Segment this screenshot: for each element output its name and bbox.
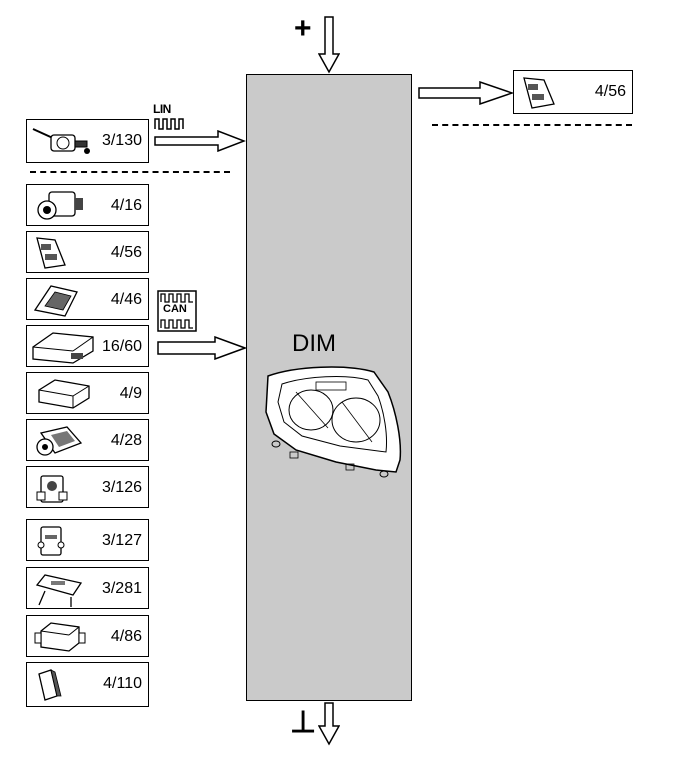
ground-arrow-icon: [318, 702, 340, 746]
module-code: 4/16: [110, 197, 142, 214]
lin-module-3-130: 3/130: [26, 119, 149, 163]
connector-module-icon: [523, 77, 555, 109]
can-bus-arrow-icon: [157, 336, 247, 360]
box-module-icon: [34, 622, 86, 652]
module-code: 4/110: [103, 675, 142, 692]
switch-module-icon: [36, 475, 68, 503]
lin-signal-icon: [154, 118, 184, 130]
module-code: 4/56: [594, 83, 626, 100]
ground-symbol: ⊥: [290, 706, 317, 739]
sensor-module-icon: [37, 526, 65, 556]
can-signal-icon: [157, 290, 197, 332]
can-module-4-28: 4/28: [26, 419, 149, 461]
can-module-3-126: 3/126: [26, 466, 149, 508]
module-code: 3/130: [101, 132, 142, 149]
module-code: 4/28: [110, 432, 142, 449]
central-electronic-module-icon: [32, 332, 94, 364]
module-code: 16/60: [101, 338, 142, 355]
output-arrow-icon: [418, 81, 514, 105]
lin-label: LIN: [153, 102, 171, 116]
can-module-16-60: 16/60: [26, 325, 149, 367]
module-code: 3/281: [101, 580, 142, 597]
control-unit-icon: [33, 285, 78, 317]
engine-control-module-icon: [38, 379, 90, 409]
module-code: 4/9: [119, 385, 142, 402]
can-module-4-9: 4/9: [26, 372, 149, 414]
lin-can-separator: [30, 171, 230, 173]
can-module-4-46: 4/46: [26, 278, 149, 320]
module-code: 3/126: [101, 479, 142, 496]
brake-module-icon: [37, 191, 83, 220]
dim-label: DIM: [292, 330, 336, 357]
steering-angle-module-icon: [36, 426, 83, 456]
can-module-4-86: 4/86: [26, 615, 149, 657]
can-label: CAN: [163, 303, 187, 315]
module-code: 3/127: [101, 532, 142, 549]
module-code: 4/46: [110, 291, 142, 308]
can-module-4-56: 4/56: [26, 231, 149, 273]
output-module-4-56: 4/56: [513, 70, 633, 114]
power-supply-arrow-icon: [318, 16, 340, 74]
instrument-cluster-icon: [265, 366, 402, 478]
connector-module-icon: [36, 237, 66, 269]
can-module-4-16: 4/16: [26, 184, 149, 226]
small-module-icon: [38, 669, 62, 701]
power-symbol: +: [294, 12, 312, 45]
module-code: 4/56: [110, 244, 142, 261]
output-separator: [432, 124, 632, 126]
steering-column-switch-icon: [32, 128, 90, 154]
can-module-4-110: 4/110: [26, 662, 149, 707]
keypad-module-icon: [35, 574, 83, 607]
can-module-3-127: 3/127: [26, 519, 149, 561]
module-code: 4/86: [110, 628, 142, 645]
can-module-3-281: 3/281: [26, 567, 149, 609]
lin-bus-arrow-icon: [154, 130, 246, 152]
